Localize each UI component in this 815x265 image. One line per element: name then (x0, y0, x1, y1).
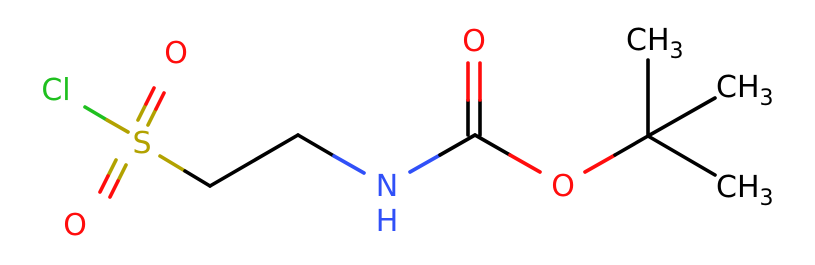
atom-sulfur: S (132, 126, 151, 161)
bond-s-o-bottom-a-red (98, 174, 110, 194)
bond-s-c1-black (183, 169, 212, 188)
atom-oxygen-sulfonyl-top: O (164, 36, 188, 71)
bond-c3-o-ester-black (473, 133, 512, 157)
bond-n-c3-blue (408, 153, 442, 174)
bonds (83, 58, 717, 199)
bond-s-o-bottom-b-yellow (116, 163, 128, 183)
atom-chlorine: Cl (41, 73, 70, 108)
bond-s-o-top-b-red (154, 91, 166, 111)
methyl-label-right: CH3 (716, 70, 774, 111)
atom-oxygen-carbonyl: O (462, 24, 486, 59)
bond-c1-c2 (208, 133, 300, 188)
atom-nitrogen: N (376, 169, 398, 204)
bond-s-o-bottom-a-yellow (106, 158, 118, 178)
bond-c2-n-black (296, 133, 336, 158)
atom-hydrogen-on-nitrogen: H (376, 204, 399, 239)
bond-s-o-bottom-b-red (108, 179, 120, 199)
bond-o-c4-black (613, 134, 650, 157)
methyl-label-bottom: CH3 (716, 170, 774, 211)
atom-oxygen-ester: O (551, 169, 575, 204)
bond-c3-o-ester-red (508, 153, 542, 174)
bond-s-o-top-a-red (144, 86, 156, 106)
atom-labels: Cl S O O N H O O CH3 CH3 CH3 (41, 23, 773, 243)
bond-n-c3-black (438, 133, 477, 157)
bond-c4-ch3-bottom (646, 134, 717, 177)
methyl-label-top: CH3 (626, 23, 684, 64)
bond-c2-n-blue (332, 154, 366, 175)
bond-s-c1-yellow (158, 154, 187, 173)
bond-s-o-top-b-yellow (146, 107, 158, 127)
bond-cl-s-green (83, 105, 109, 122)
atom-oxygen-sulfonyl-bottom: O (63, 208, 87, 243)
bond-o-c4-red (583, 153, 617, 174)
bond-c4-ch3-right (646, 96, 717, 138)
bond-cl-s-yellow (105, 118, 130, 134)
bond-s-o-top-a-yellow (136, 102, 148, 122)
